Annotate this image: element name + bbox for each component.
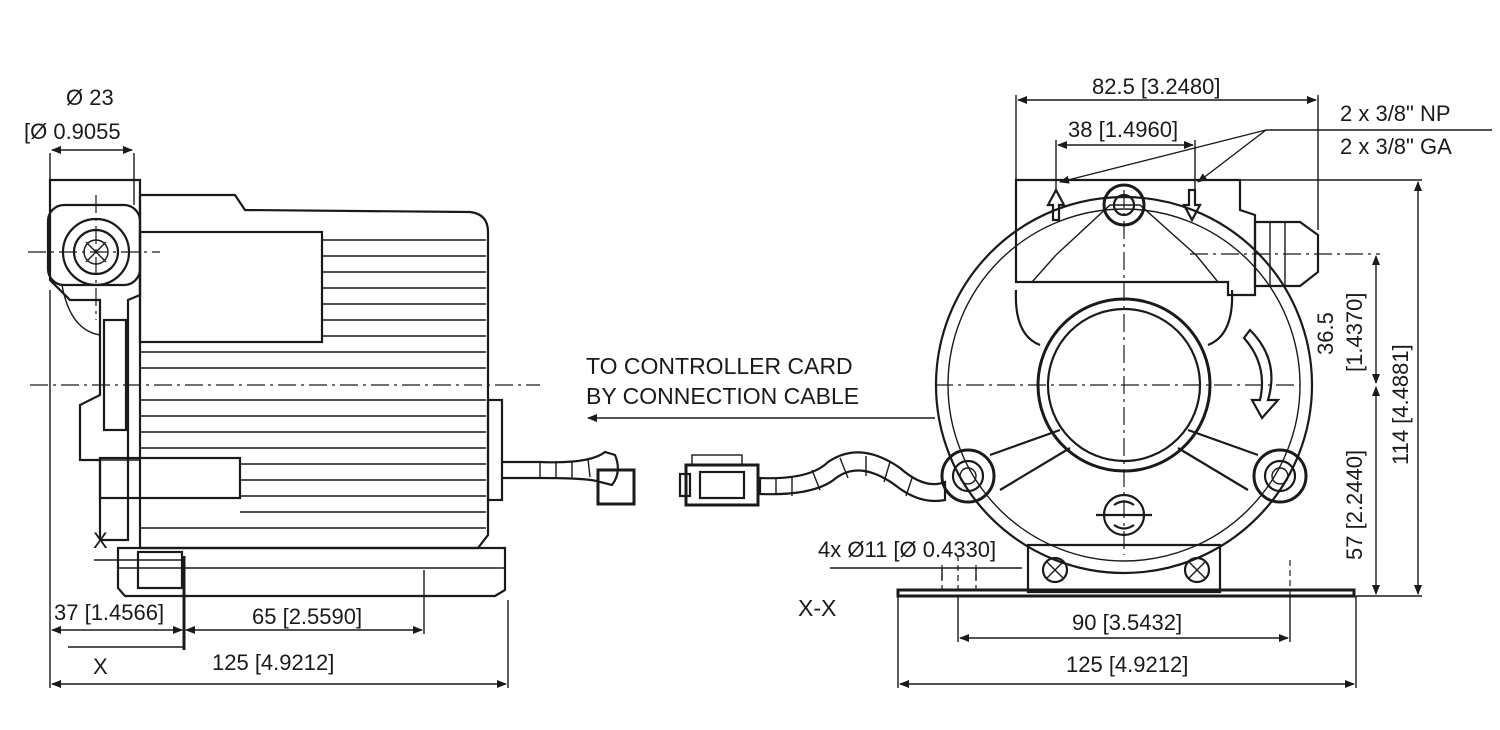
front-connector — [678, 454, 760, 507]
dim-diameter-23-inch: [Ø 0.9055 — [24, 119, 121, 144]
motor-outline — [934, 195, 1314, 575]
dim-90: 90 [3.5432] — [1072, 610, 1182, 635]
dim-36-5: 36.5 — [1313, 312, 1338, 355]
note-line-1: TO CONTROLLER CARD — [586, 353, 853, 379]
side-view: Ø 23 [Ø 0.9055 X X 37 [1.4566] 65 [2.559… — [24, 85, 636, 688]
section-label-x-x: X-X — [798, 595, 836, 621]
dim-125-front: 125 [4.9212] — [1066, 652, 1188, 677]
pump-head-front — [1014, 178, 1257, 297]
port-note-np: 2 x 3/8" NP — [1340, 101, 1451, 126]
mount-foot — [1026, 543, 1222, 594]
dim-125-side: 125 [4.9212] — [212, 650, 334, 675]
outlet-port — [1253, 220, 1320, 288]
dim-36-5-inch: [1.4370] — [1342, 292, 1367, 372]
dim-38: 38 [1.4960] — [1068, 117, 1178, 142]
dim-82-5: 82.5 [3.2480] — [1092, 74, 1220, 99]
front-view: 82.5 [3.2480] 38 [1.4960] 2 x 3/8" NP 2 … — [678, 74, 1492, 688]
dim-65: 65 [2.5590] — [252, 604, 362, 629]
section-mark-x-bottom: X — [93, 654, 108, 679]
brand-logo — [1096, 493, 1152, 537]
mount-holes-note: 4x Ø11 [Ø 0.4330] — [818, 537, 996, 562]
cooling-fins — [140, 239, 486, 529]
inlet-port — [46, 203, 142, 287]
motor-housing — [138, 193, 490, 550]
front-base-plate — [896, 588, 1356, 598]
mount-boss-left — [940, 448, 996, 504]
note-line-2: BY CONNECTION CABLE — [586, 383, 859, 409]
section-mark-x-top: X — [93, 528, 108, 553]
dim-diameter-23: Ø 23 — [66, 85, 114, 110]
pump-head — [48, 178, 142, 542]
cable-note: TO CONTROLLER CARD BY CONNECTION CABLE — [586, 353, 935, 422]
port-note-ga: 2 x 3/8" GA — [1340, 134, 1452, 159]
front-cable — [758, 451, 947, 503]
dim-57: 57 [2.2440] — [1342, 450, 1367, 560]
side-base — [116, 546, 507, 598]
dim-114: 114 [4.4881] — [1388, 344, 1413, 465]
side-connector — [596, 468, 636, 506]
dim-37: 37 [1.4566] — [54, 600, 164, 625]
mount-boss-right — [1252, 448, 1308, 504]
